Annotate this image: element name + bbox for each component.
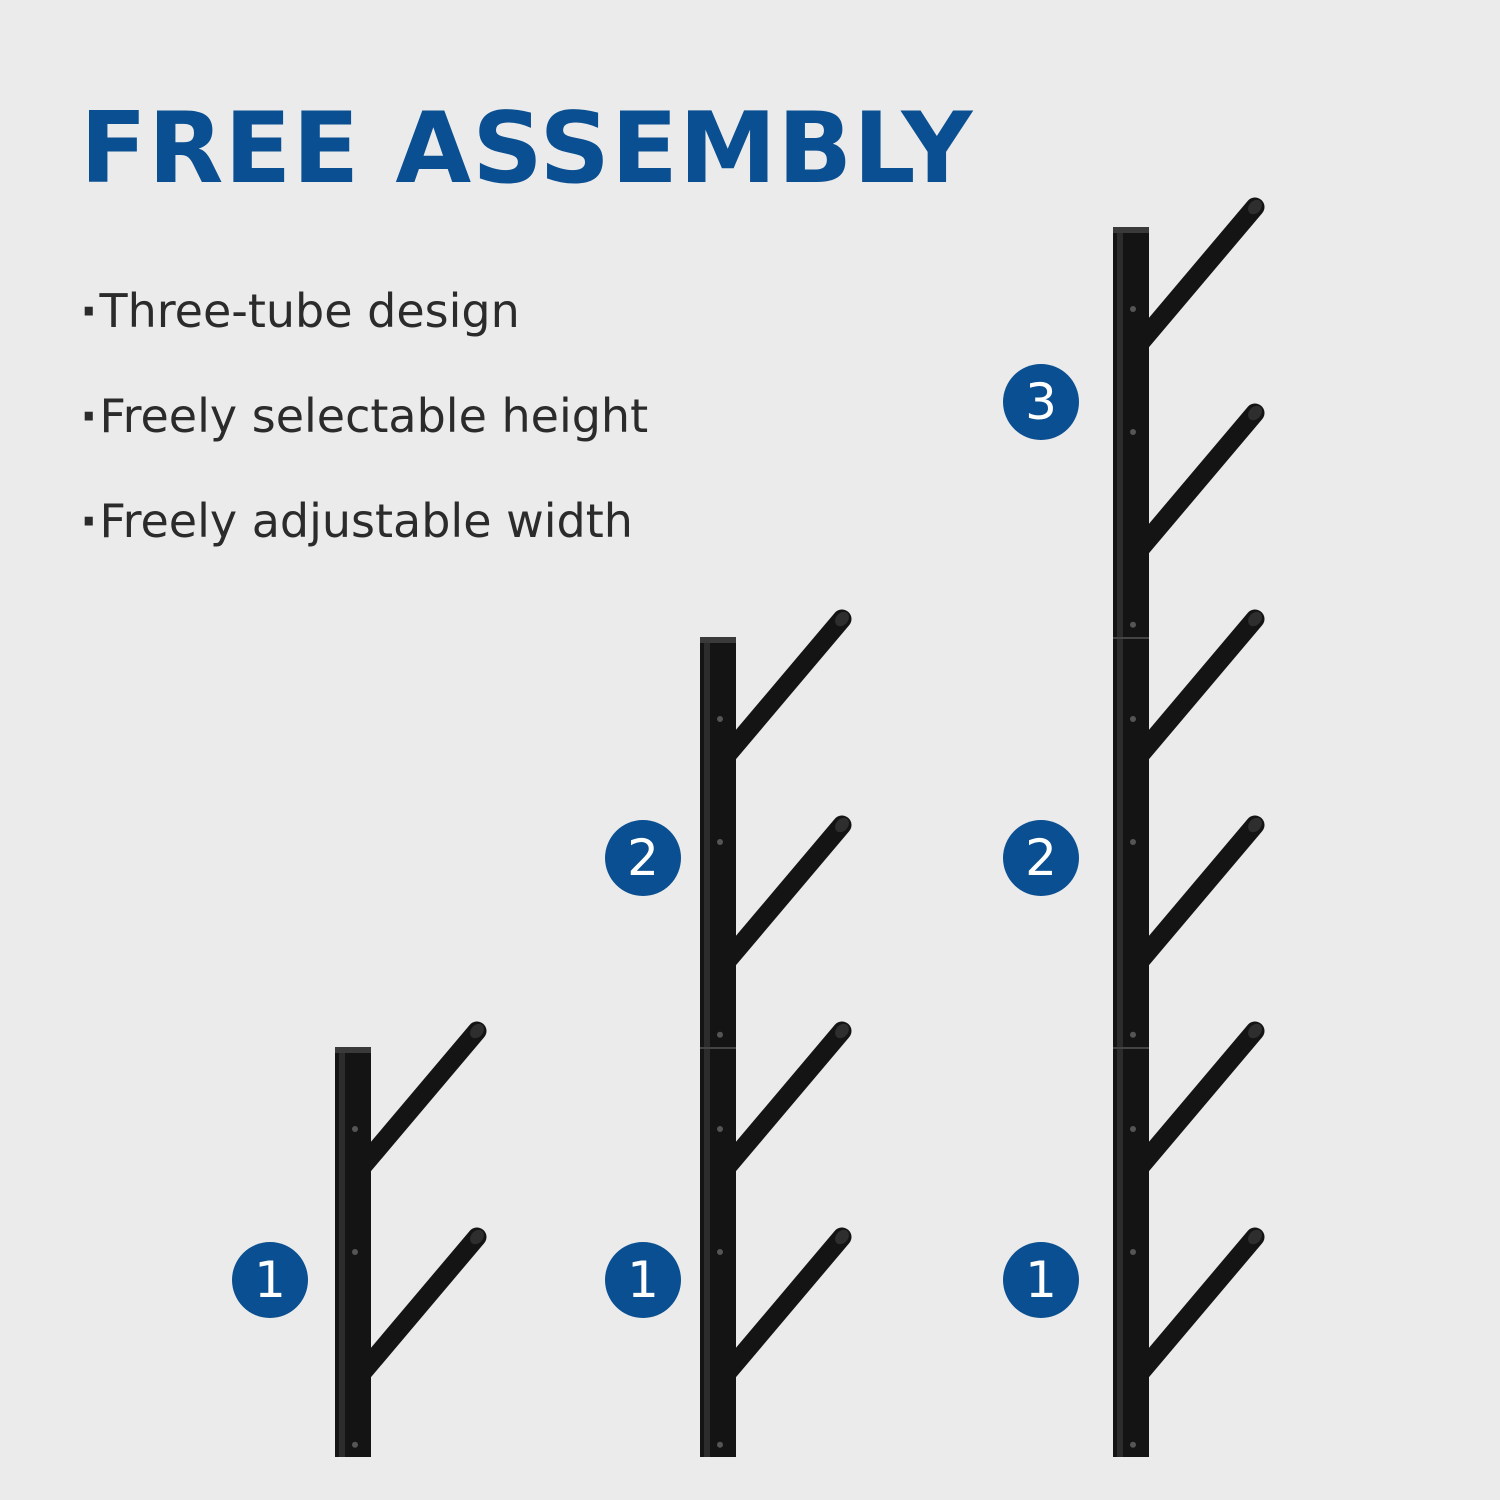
page-title: FREE ASSEMBLY	[80, 92, 974, 206]
screw-hole	[352, 1249, 358, 1255]
feature-item: ·Freely selectable height	[80, 393, 648, 498]
tube-cap	[700, 637, 736, 643]
hook-arm	[347, 1021, 487, 1183]
segment-number-badge: 1	[1003, 1242, 1079, 1318]
tube-highlight	[1117, 227, 1123, 1457]
feature-item: ·Three-tube design	[80, 288, 648, 393]
two-tube-rack	[700, 609, 852, 1457]
hook-arm	[712, 609, 852, 771]
screw-hole	[1130, 1249, 1136, 1255]
hook-tip	[1248, 1023, 1262, 1039]
segment-number-badge: 1	[605, 1242, 681, 1318]
screw-hole	[717, 1249, 723, 1255]
hook-tip	[1248, 611, 1262, 627]
segment-number-badge: 2	[1003, 820, 1079, 896]
tube-joint	[700, 1047, 736, 1049]
tube-joint	[1113, 1047, 1149, 1049]
feature-list: ·Three-tube design ·Freely selectable he…	[80, 288, 648, 603]
screw-hole	[1130, 306, 1136, 312]
hook-tip	[835, 1229, 849, 1245]
hook-tip	[1248, 1229, 1262, 1245]
feature-bullet: ·	[80, 284, 98, 338]
screw-hole	[1130, 839, 1136, 845]
hook-arm	[1125, 1227, 1265, 1389]
screw-hole	[1130, 716, 1136, 722]
screw-hole	[717, 1031, 723, 1038]
tube-cap	[335, 1047, 371, 1053]
hook-arm	[1125, 1021, 1265, 1183]
tube-cap	[1113, 227, 1149, 233]
hook-tip	[835, 1023, 849, 1039]
hook-arm	[712, 1227, 852, 1389]
feature-text: Freely adjustable width	[99, 494, 633, 548]
screw-hole	[717, 1441, 723, 1448]
hook-tip	[835, 611, 849, 627]
screw-hole	[1130, 1031, 1136, 1038]
screw-hole	[352, 1126, 358, 1132]
screw-hole	[717, 839, 723, 845]
hook-arm	[347, 1227, 487, 1389]
screw-hole	[1130, 621, 1136, 628]
hook-arm	[712, 1021, 852, 1183]
screw-hole	[1130, 1441, 1136, 1448]
screw-hole	[717, 1126, 723, 1132]
feature-text: Three-tube design	[99, 284, 520, 338]
feature-bullet: ·	[80, 389, 98, 443]
three-tube-rack	[1113, 197, 1265, 1457]
hook-tip	[835, 817, 849, 833]
feature-bullet: ·	[80, 494, 98, 548]
screw-hole	[1130, 429, 1136, 435]
hook-tip	[1248, 405, 1262, 421]
hook-arm	[1125, 609, 1265, 771]
one-tube-rack	[335, 1021, 487, 1457]
hook-tip	[470, 1023, 484, 1039]
hook-arm	[1125, 815, 1265, 977]
tube-highlight	[339, 1047, 345, 1457]
hook-tip	[1248, 817, 1262, 833]
tube-joint	[1113, 637, 1149, 639]
screw-hole	[717, 716, 723, 722]
segment-number-badge: 1	[232, 1242, 308, 1318]
feature-item: ·Freely adjustable width	[80, 498, 648, 603]
hook-tip	[1248, 199, 1262, 215]
segment-number-badge: 2	[605, 820, 681, 896]
screw-hole	[1130, 1126, 1136, 1132]
hook-arm	[712, 815, 852, 977]
hook-arm	[1125, 197, 1265, 359]
screw-hole	[352, 1441, 358, 1448]
hook-arm	[1125, 403, 1265, 565]
segment-number-badge: 3	[1003, 364, 1079, 440]
feature-text: Freely selectable height	[99, 389, 649, 443]
hook-tip	[470, 1229, 484, 1245]
